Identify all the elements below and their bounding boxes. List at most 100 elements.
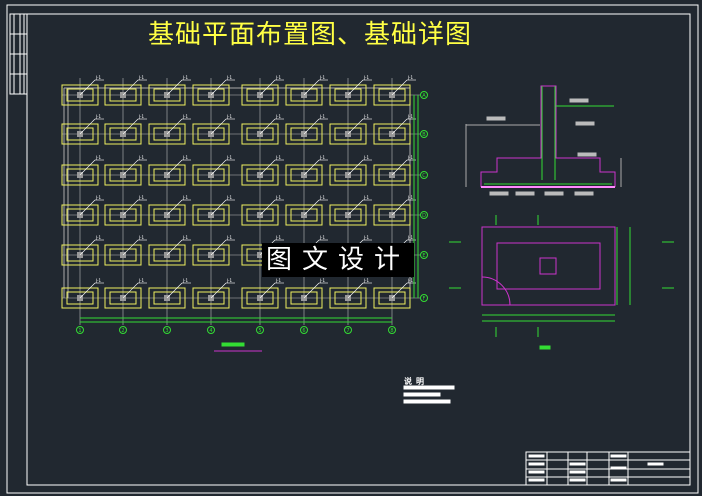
- leader-line: [303, 79, 320, 96]
- footing-label: J-1: [319, 114, 325, 119]
- footing-label: J-1: [182, 155, 188, 160]
- detail-caption-bar: [539, 345, 551, 350]
- footing-label: J-1: [363, 155, 369, 160]
- axis-bubble: [163, 326, 171, 334]
- footing-inner: [334, 88, 362, 102]
- leader-line: [79, 159, 96, 176]
- leader-line: [391, 282, 408, 299]
- leader-line: [391, 159, 408, 176]
- footing-inner: [334, 208, 362, 222]
- footing-outer: [104, 287, 142, 309]
- footing-outer: [61, 164, 99, 186]
- axis-label: D: [422, 213, 426, 219]
- axis-bubble: [344, 326, 352, 334]
- footing-outer: [61, 287, 99, 309]
- footing-inner: [153, 208, 181, 222]
- footing-inner: [153, 88, 181, 102]
- leader-line: [259, 199, 276, 216]
- note-text-bar: [403, 399, 451, 404]
- footing-outer: [192, 287, 230, 309]
- axis-bubble: [388, 326, 396, 334]
- footing-outer: [329, 204, 367, 226]
- footing-label: J-1: [182, 75, 188, 80]
- footing-inner: [109, 291, 137, 305]
- title-block-text-bar: [610, 466, 627, 470]
- footing-label: J-1: [275, 278, 281, 283]
- title-block-text-bar: [647, 462, 664, 466]
- title-block-text-bar: [528, 454, 545, 458]
- leader-line: [79, 118, 96, 135]
- leader-line: [122, 79, 139, 96]
- footing-label: J-1: [319, 75, 325, 80]
- footing-label: J-1: [275, 195, 281, 200]
- footing-label: J-1: [363, 278, 369, 283]
- note-text-bar: [403, 392, 441, 397]
- footing-label: J-1: [407, 195, 413, 200]
- footing-label: J-1: [138, 155, 144, 160]
- footing-label: J-1: [275, 75, 281, 80]
- footing-outer: [329, 84, 367, 106]
- footing-outer: [241, 164, 279, 186]
- footing-outer: [285, 123, 323, 145]
- axis-label: 1: [78, 328, 81, 334]
- footing-inner: [197, 88, 225, 102]
- column-plan: [539, 257, 557, 275]
- footing-outer: [285, 204, 323, 226]
- footing-label: J-1: [138, 75, 144, 80]
- footing-outer: [104, 84, 142, 106]
- leader-line: [303, 282, 320, 299]
- leader-line: [259, 159, 276, 176]
- footing-inner: [66, 168, 94, 182]
- axis-bubble: [420, 91, 428, 99]
- footing-label: J-1: [319, 235, 325, 240]
- leader-line: [347, 199, 364, 216]
- footing-outer: [104, 164, 142, 186]
- leader-line: [347, 282, 364, 299]
- footing-outer: [148, 287, 186, 309]
- footing-label: J-1: [226, 235, 232, 240]
- leader-line: [303, 199, 320, 216]
- footing-inner: [246, 127, 274, 141]
- footing-outer: [329, 287, 367, 309]
- footing-inner: [290, 291, 318, 305]
- leader-line: [391, 118, 408, 135]
- title-block-text-bar: [528, 470, 545, 474]
- footing-label: J-1: [95, 278, 101, 283]
- leader-line: [210, 159, 227, 176]
- leader-line: [166, 118, 183, 135]
- leader-line: [347, 79, 364, 96]
- leader-line: [122, 239, 139, 256]
- axis-label: 8: [390, 328, 393, 334]
- footing-outer: [148, 164, 186, 186]
- leader-line: [347, 118, 364, 135]
- footing-outer: [104, 244, 142, 266]
- axis-bubble: [300, 326, 308, 334]
- watermark: 图文设计: [262, 243, 414, 277]
- footing-label: J-1: [226, 114, 232, 119]
- footing-outer: [192, 244, 230, 266]
- detail-text-bar: [489, 191, 509, 196]
- title-block-text-bar: [528, 462, 545, 466]
- leader-line: [122, 118, 139, 135]
- plan-caption-bar: [221, 342, 245, 347]
- axis-bubble: [256, 326, 264, 334]
- leader-line: [259, 118, 276, 135]
- footing-outer: [241, 123, 279, 145]
- axis-bubble: [207, 326, 215, 334]
- footing-inner: [197, 248, 225, 262]
- footing-outer: [241, 84, 279, 106]
- footing-label: J-1: [226, 278, 232, 283]
- title-block-text-bar: [569, 478, 586, 482]
- axis-label: 6: [302, 328, 305, 334]
- footing-label: J-1: [363, 75, 369, 80]
- footing-label: J-1: [275, 235, 281, 240]
- footing-label: J-1: [138, 114, 144, 119]
- footing-plan-outer: [481, 226, 616, 306]
- footing-label: J-1: [407, 114, 413, 119]
- footing-label: J-1: [363, 235, 369, 240]
- footing-section-outline: [480, 85, 616, 187]
- leader-line: [259, 282, 276, 299]
- detail-text-bar: [544, 191, 564, 196]
